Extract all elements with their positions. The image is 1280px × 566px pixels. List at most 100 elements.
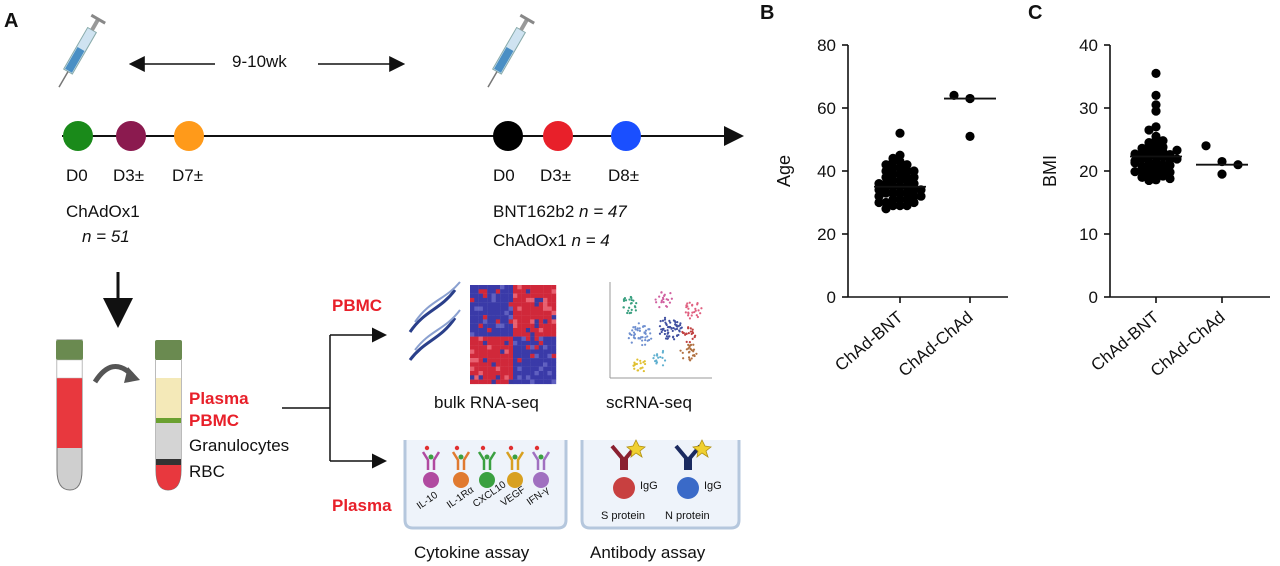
heatmap-cell [534,319,539,324]
heatmap-cell [530,289,535,294]
heatmap-cell [538,293,544,299]
capture-antibody-icon [505,451,525,470]
heatmap-cell [543,353,548,359]
heatmap-cell [538,371,544,376]
heatmap-cell [495,345,501,350]
heatmap-cell [534,340,539,346]
heatmap-cell [538,366,544,372]
y-tick-label: 80 [817,36,836,55]
umap-point [660,301,663,304]
umap-point [636,327,639,330]
data-point [902,188,912,198]
heatmap-cell [482,328,488,333]
data-point [888,175,898,186]
heatmap-cell [538,379,544,385]
heatmap-cell [525,302,531,307]
heatmap-cell [495,293,501,299]
heatmap-cell [534,310,539,316]
umap-point [692,350,695,353]
heatmap-cell [534,328,539,333]
heatmap-cell [474,358,479,363]
heatmap-cell [534,285,539,290]
heatmap-cell [551,323,557,329]
heatmap-cell [525,379,531,385]
igg-label-s: IgG [640,480,658,492]
heatmap-cell [508,366,514,372]
heatmap-cell [470,332,475,337]
heatmap-cell [508,310,514,316]
umap-point [649,332,652,335]
umap-point [644,338,647,342]
heatmap-cell [547,328,552,333]
heatmap-cell [513,319,518,324]
heatmap-cell [504,310,509,316]
heatmap-cell [547,293,552,299]
heatmap-cell [508,345,514,350]
umap-point [644,331,647,334]
heatmap-cell [543,379,548,385]
heatmap-cell [495,328,501,333]
heatmap-cell [504,371,509,376]
data-point [874,191,884,201]
heatmap-cell [491,315,496,320]
heatmap-cell [495,353,501,359]
umap-point [655,361,659,364]
heatmap-cell [491,302,496,307]
heatmap-cell [491,306,496,311]
heatmap-cell [517,362,522,367]
umap-point [655,359,658,362]
heatmap-cell [517,358,522,363]
heatmap-cell [482,349,488,354]
heatmap-cell [491,323,496,329]
heatmap-cell [517,375,522,380]
heatmap-cell [491,319,496,324]
heatmap-cell [547,285,552,290]
data-point [1144,163,1154,174]
heatmap-cell [543,315,548,320]
heatmap-cell [538,336,544,342]
heatmap-cell [551,306,557,311]
heatmap-image [470,285,557,385]
umap-point [637,336,640,340]
umap-point [655,354,659,357]
heatmap-cell [482,366,488,372]
heatmap-cell [538,332,544,337]
heatmap-cell [543,371,548,376]
heatmap-cell [500,302,505,307]
heatmap-cell [521,323,527,329]
heatmap-cell [517,371,522,376]
heatmap-cell [517,340,522,346]
heatmap-cell [508,340,514,346]
heatmap-cell [530,297,535,303]
umap-point [691,328,694,331]
panel-a-diagram [56,13,744,530]
heatmap-cell [551,349,557,354]
heatmap-cell [508,353,514,359]
umap-point [668,325,671,329]
umap-point [687,351,691,354]
heatmap-cell [504,353,509,359]
umap-point [675,327,679,331]
heatmap-cell [491,328,496,333]
heatmap-cell [530,306,535,311]
heatmap-cell [474,323,479,329]
umap-point [660,299,663,302]
umap-point [635,302,638,305]
heatmap-cell [470,302,475,307]
heatmap-cell [470,328,475,333]
umap-point [632,334,636,337]
heatmap-cell [551,340,557,346]
heatmap-cell [517,366,522,372]
heatmap-cell [521,345,527,350]
umap-point [663,329,667,332]
umap-point [635,362,638,366]
heatmap-cell [487,289,492,294]
heatmap-cell [470,336,475,342]
data-point [909,191,919,201]
umap-point [685,304,688,307]
heatmap-cell [491,379,496,385]
heatmap-cell [482,293,488,299]
capture-antibody-icon [477,451,497,470]
heatmap-cell [525,285,531,290]
umap-point [630,341,633,344]
